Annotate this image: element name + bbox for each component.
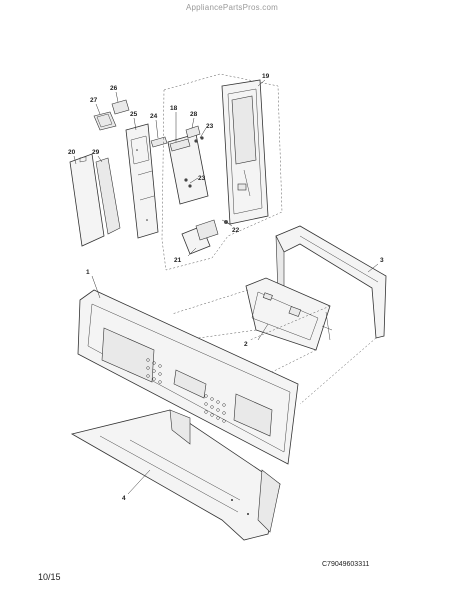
part-25-control-bracket[interactable] — [125, 123, 159, 239]
part-19-trim-frame[interactable] — [221, 79, 269, 225]
callout-18: 18 — [170, 105, 178, 112]
part-18-board[interactable] — [167, 133, 209, 205]
part-26-pad[interactable] — [111, 99, 130, 115]
part-20-side-panel[interactable] — [69, 153, 105, 247]
callout-1: 1 — [86, 269, 90, 276]
keypad-buttons-right — [204, 394, 226, 423]
part-2-control-board[interactable] — [245, 277, 333, 351]
part-24-switch-cap[interactable] — [150, 136, 168, 148]
callout-3: 3 — [380, 257, 384, 264]
callout-26: 26 — [110, 85, 118, 92]
callout-23-top: 23 — [206, 123, 214, 130]
part-29-strip[interactable] — [95, 157, 121, 235]
callout-29: 29 — [92, 149, 100, 156]
callout-4: 4 — [122, 495, 126, 502]
part-4-mounting-shelf[interactable] — [70, 409, 281, 541]
callout-23-lower: 23 — [198, 175, 206, 182]
callout-28: 28 — [190, 111, 198, 118]
watermark-text: AppliancePartsPros.com — [186, 3, 278, 12]
part-3-top-trim[interactable] — [275, 225, 387, 339]
callout-27: 27 — [90, 97, 98, 104]
callout-2: 2 — [244, 341, 248, 348]
callout-19: 19 — [262, 73, 270, 80]
diagram-code: C79049603311 — [322, 561, 370, 568]
keypad-buttons-left — [146, 358, 162, 384]
leader-lines — [73, 79, 379, 495]
callout-22: 22 — [232, 227, 240, 234]
callout-21: 21 — [174, 257, 182, 264]
part-27-lens[interactable] — [93, 111, 117, 131]
callout-20: 20 — [68, 149, 76, 156]
part-23-screws[interactable] — [184, 136, 204, 188]
part-21-module[interactable] — [181, 219, 219, 255]
callout-25: 25 — [130, 111, 138, 118]
callout-24: 24 — [150, 113, 158, 120]
page-date: 10/15 — [38, 572, 61, 582]
part-1-control-panel[interactable] — [77, 289, 299, 465]
part-19-group-outline — [161, 73, 283, 271]
part-28-contact[interactable] — [185, 125, 201, 139]
